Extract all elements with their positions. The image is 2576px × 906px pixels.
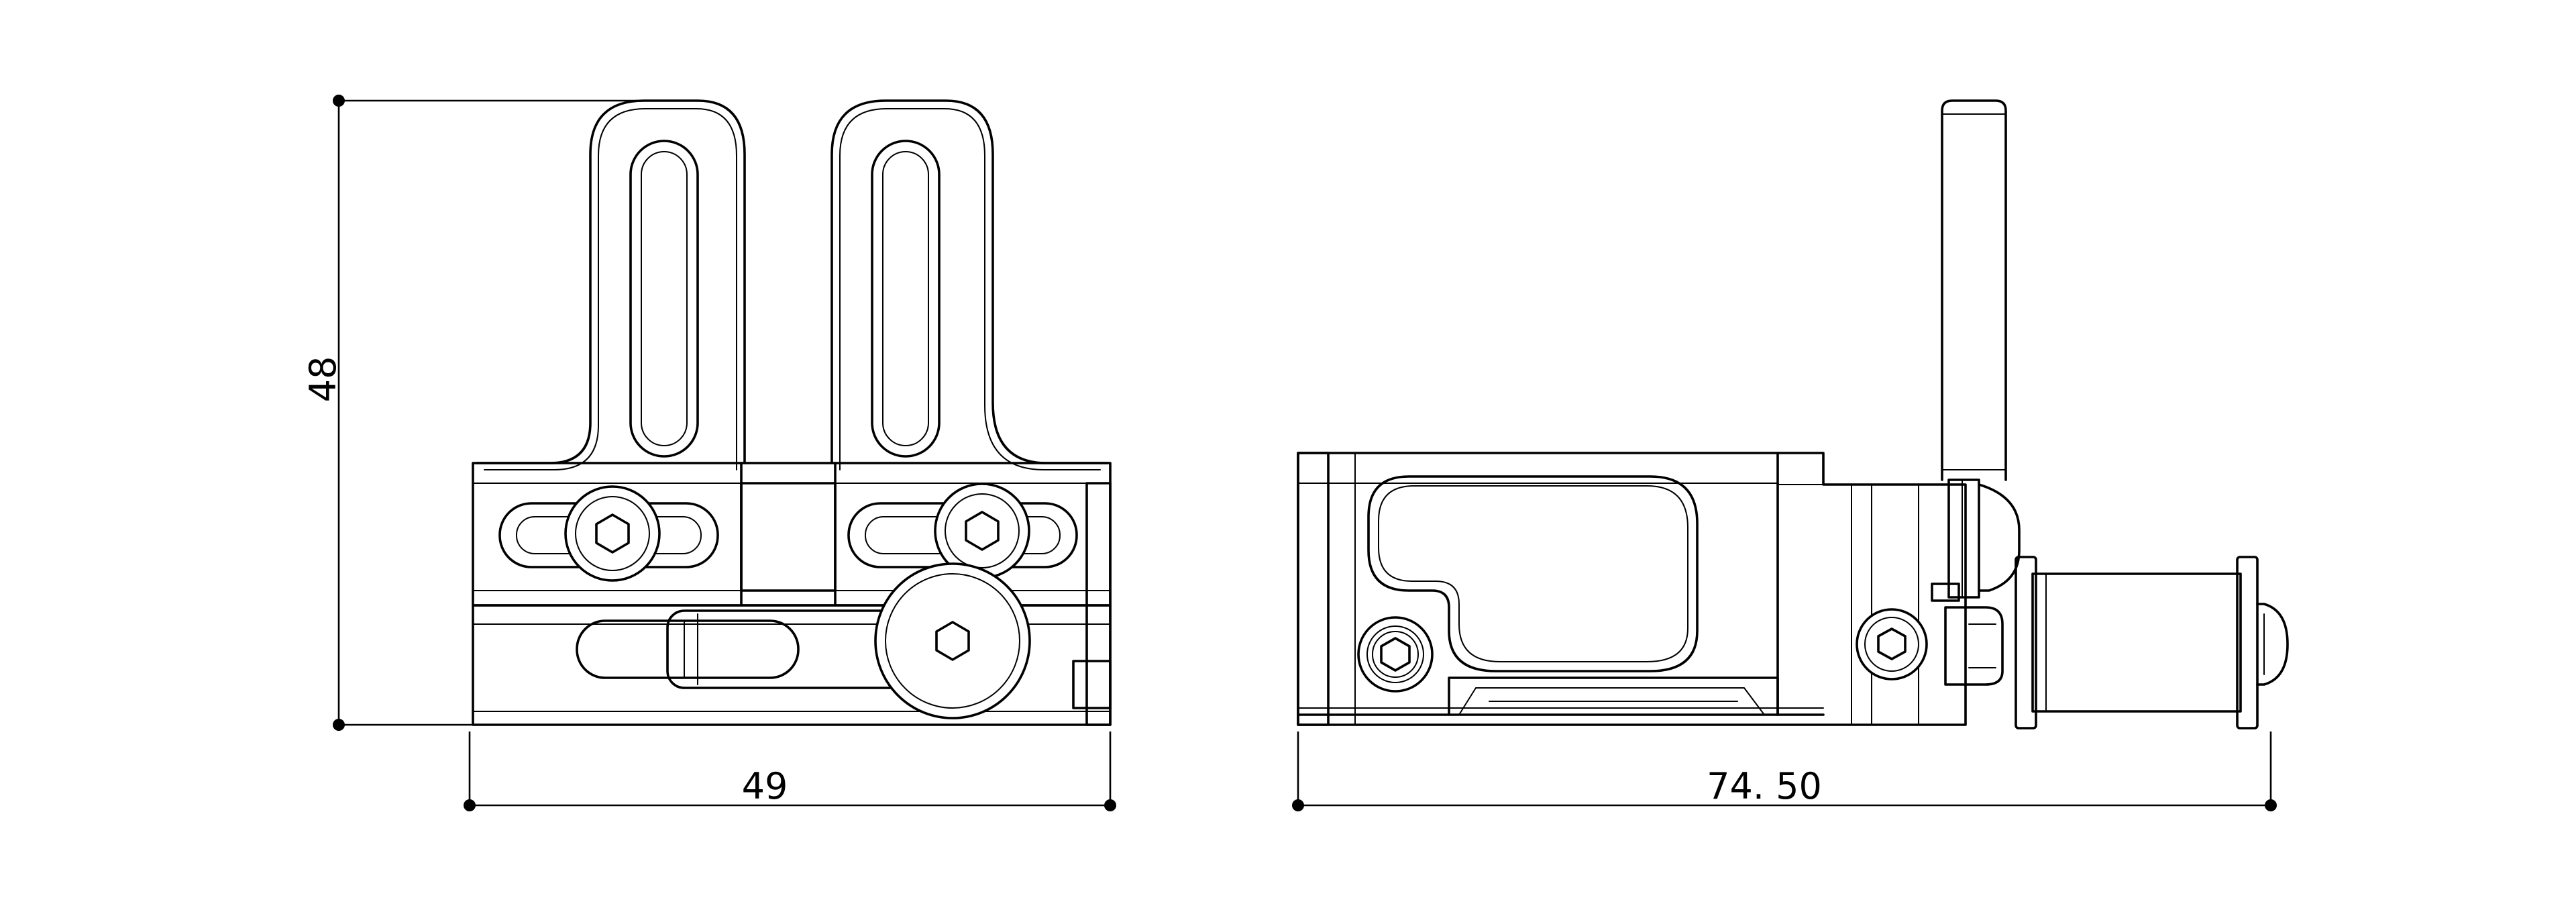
height-dimension: 48 bbox=[302, 95, 637, 731]
front-right-plate bbox=[830, 99, 1108, 470]
front-screw-left bbox=[564, 485, 661, 582]
height-dimension-label: 48 bbox=[302, 356, 344, 403]
side-screw-right bbox=[1856, 608, 1928, 681]
side-width-dimension: 74. 50 bbox=[1292, 732, 2277, 811]
side-cylinder bbox=[2015, 556, 2289, 729]
front-view bbox=[472, 99, 1112, 726]
side-bottom-channel bbox=[1448, 676, 1779, 716]
side-vertical-arm bbox=[1931, 99, 2021, 686]
height-dim-dot-top bbox=[333, 95, 345, 107]
front-width-dimension: 49 bbox=[464, 732, 1116, 811]
side-width-dot-right bbox=[2265, 799, 2277, 811]
side-screw-left bbox=[1357, 616, 1434, 693]
front-left-plate bbox=[475, 99, 746, 470]
side-width-dot-left bbox=[1292, 799, 1304, 811]
front-knob bbox=[874, 562, 1031, 719]
height-dim-dot-bottom bbox=[333, 719, 345, 731]
front-width-label: 49 bbox=[742, 765, 788, 807]
front-base-block bbox=[472, 482, 1112, 726]
side-main-body bbox=[1297, 452, 1967, 726]
side-view bbox=[1297, 99, 2289, 729]
side-window bbox=[1367, 475, 1699, 672]
front-width-dot-right bbox=[1104, 799, 1116, 811]
side-width-label: 74. 50 bbox=[1707, 765, 1822, 807]
front-width-dot-left bbox=[464, 799, 476, 811]
